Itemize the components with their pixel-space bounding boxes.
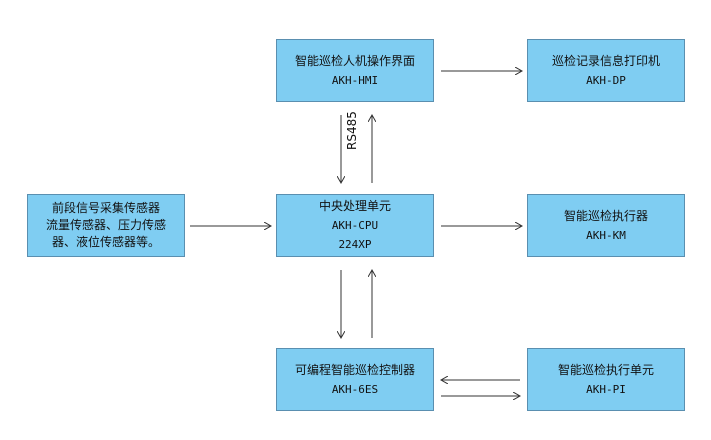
plc-title: 可编程智能巡检控制器 xyxy=(294,362,415,377)
hmi-model: AKH-HMI xyxy=(331,73,379,87)
km-title: 智能巡检执行器 xyxy=(563,208,648,223)
cpu-submodel: 224XP xyxy=(338,238,372,251)
hmi-box: 智能巡检人机操作界面 AKH-HMI xyxy=(276,39,434,102)
km-box: 智能巡检执行器 AKH-KM xyxy=(527,194,685,257)
printer-model: AKH-DP xyxy=(586,73,626,87)
pi-model: AKH-PI xyxy=(586,382,626,396)
pi-box: 智能巡检执行单元 AKH-PI xyxy=(527,348,685,411)
hmi-title: 智能巡检人机操作界面 xyxy=(294,53,415,68)
cpu-box: 中央处理单元 AKH-CPU 224XP xyxy=(276,194,434,257)
sensor-line-2: 流量传感器、压力传感 xyxy=(45,218,166,232)
sensor-line-1: 前段信号采集传感器 xyxy=(51,201,160,215)
plc-box: 可编程智能巡检控制器 AKH-6ES xyxy=(276,348,434,411)
cpu-title: 中央处理单元 xyxy=(318,199,391,213)
km-model: AKH-KM xyxy=(586,228,626,242)
sensor-box: 前段信号采集传感器 流量传感器、压力传感 器、液位传感器等。 xyxy=(27,194,185,257)
plc-model: AKH-6ES xyxy=(331,382,379,396)
rs485-label: RS485 xyxy=(345,111,359,150)
printer-box: 巡检记录信息打印机 AKH-DP xyxy=(527,39,685,102)
printer-title: 巡检记录信息打印机 xyxy=(551,53,660,68)
cpu-model: AKH-CPU xyxy=(331,219,379,232)
sensor-line-3: 器、液位传感器等。 xyxy=(51,235,160,249)
pi-title: 智能巡检执行单元 xyxy=(557,362,654,377)
